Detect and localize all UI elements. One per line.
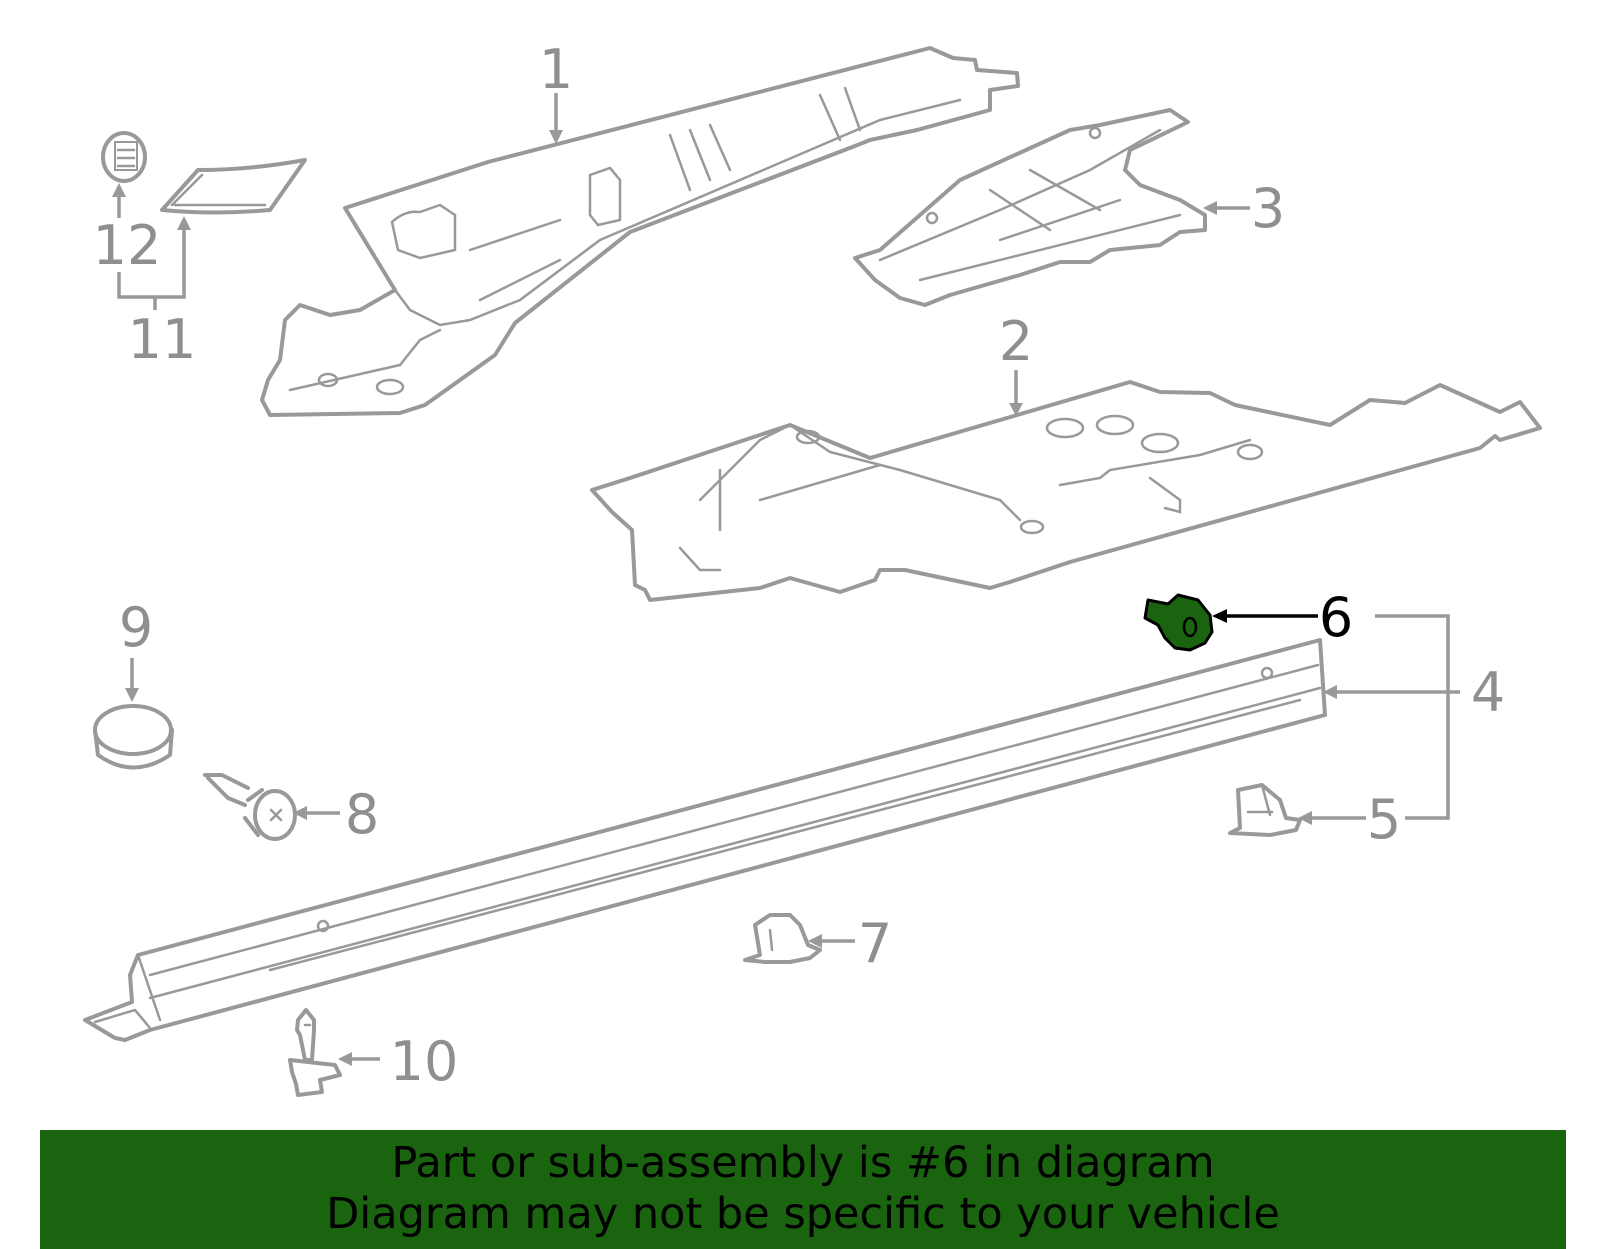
callout-2: 2 <box>999 310 1033 373</box>
leader-lines <box>112 93 1460 1066</box>
info-banner: Part or sub-assembly is #6 in diagram Di… <box>40 1130 1566 1249</box>
banner-line-1: Part or sub-assembly is #6 in diagram <box>391 1138 1215 1188</box>
callout-12: 12 <box>93 214 162 277</box>
callout-9: 9 <box>119 596 153 659</box>
part-4-rocker-panel[interactable] <box>83 638 1327 1042</box>
part-8-screw[interactable] <box>203 773 297 841</box>
callout-1: 1 <box>539 38 573 101</box>
part-1-upper-rail[interactable] <box>260 46 1020 417</box>
callout-labels: 1 2 3 4 5 6 7 8 9 10 11 12 <box>93 38 1506 1093</box>
part-7-cap[interactable] <box>743 913 822 964</box>
part-6-highlighted[interactable] <box>1143 593 1214 652</box>
part-12-clip[interactable] <box>101 131 147 183</box>
part-5-clip[interactable] <box>1228 783 1302 837</box>
banner-line-2: Diagram may not be specific to your vehi… <box>326 1189 1280 1239</box>
part-9-grommet[interactable] <box>93 704 174 770</box>
part-3-bracket[interactable] <box>853 108 1207 307</box>
part-2-floor-panel[interactable] <box>590 380 1542 602</box>
callout-6: 6 <box>1319 586 1353 649</box>
callout-11: 11 <box>128 308 197 371</box>
part-10-pin[interactable] <box>288 1008 342 1097</box>
callout-10: 10 <box>390 1030 459 1093</box>
callout-5: 5 <box>1367 788 1401 851</box>
callout-3: 3 <box>1251 177 1285 240</box>
callout-7: 7 <box>858 912 892 975</box>
part-11-pad[interactable] <box>160 158 307 215</box>
callout-8: 8 <box>345 783 379 846</box>
callout-4: 4 <box>1471 661 1505 724</box>
